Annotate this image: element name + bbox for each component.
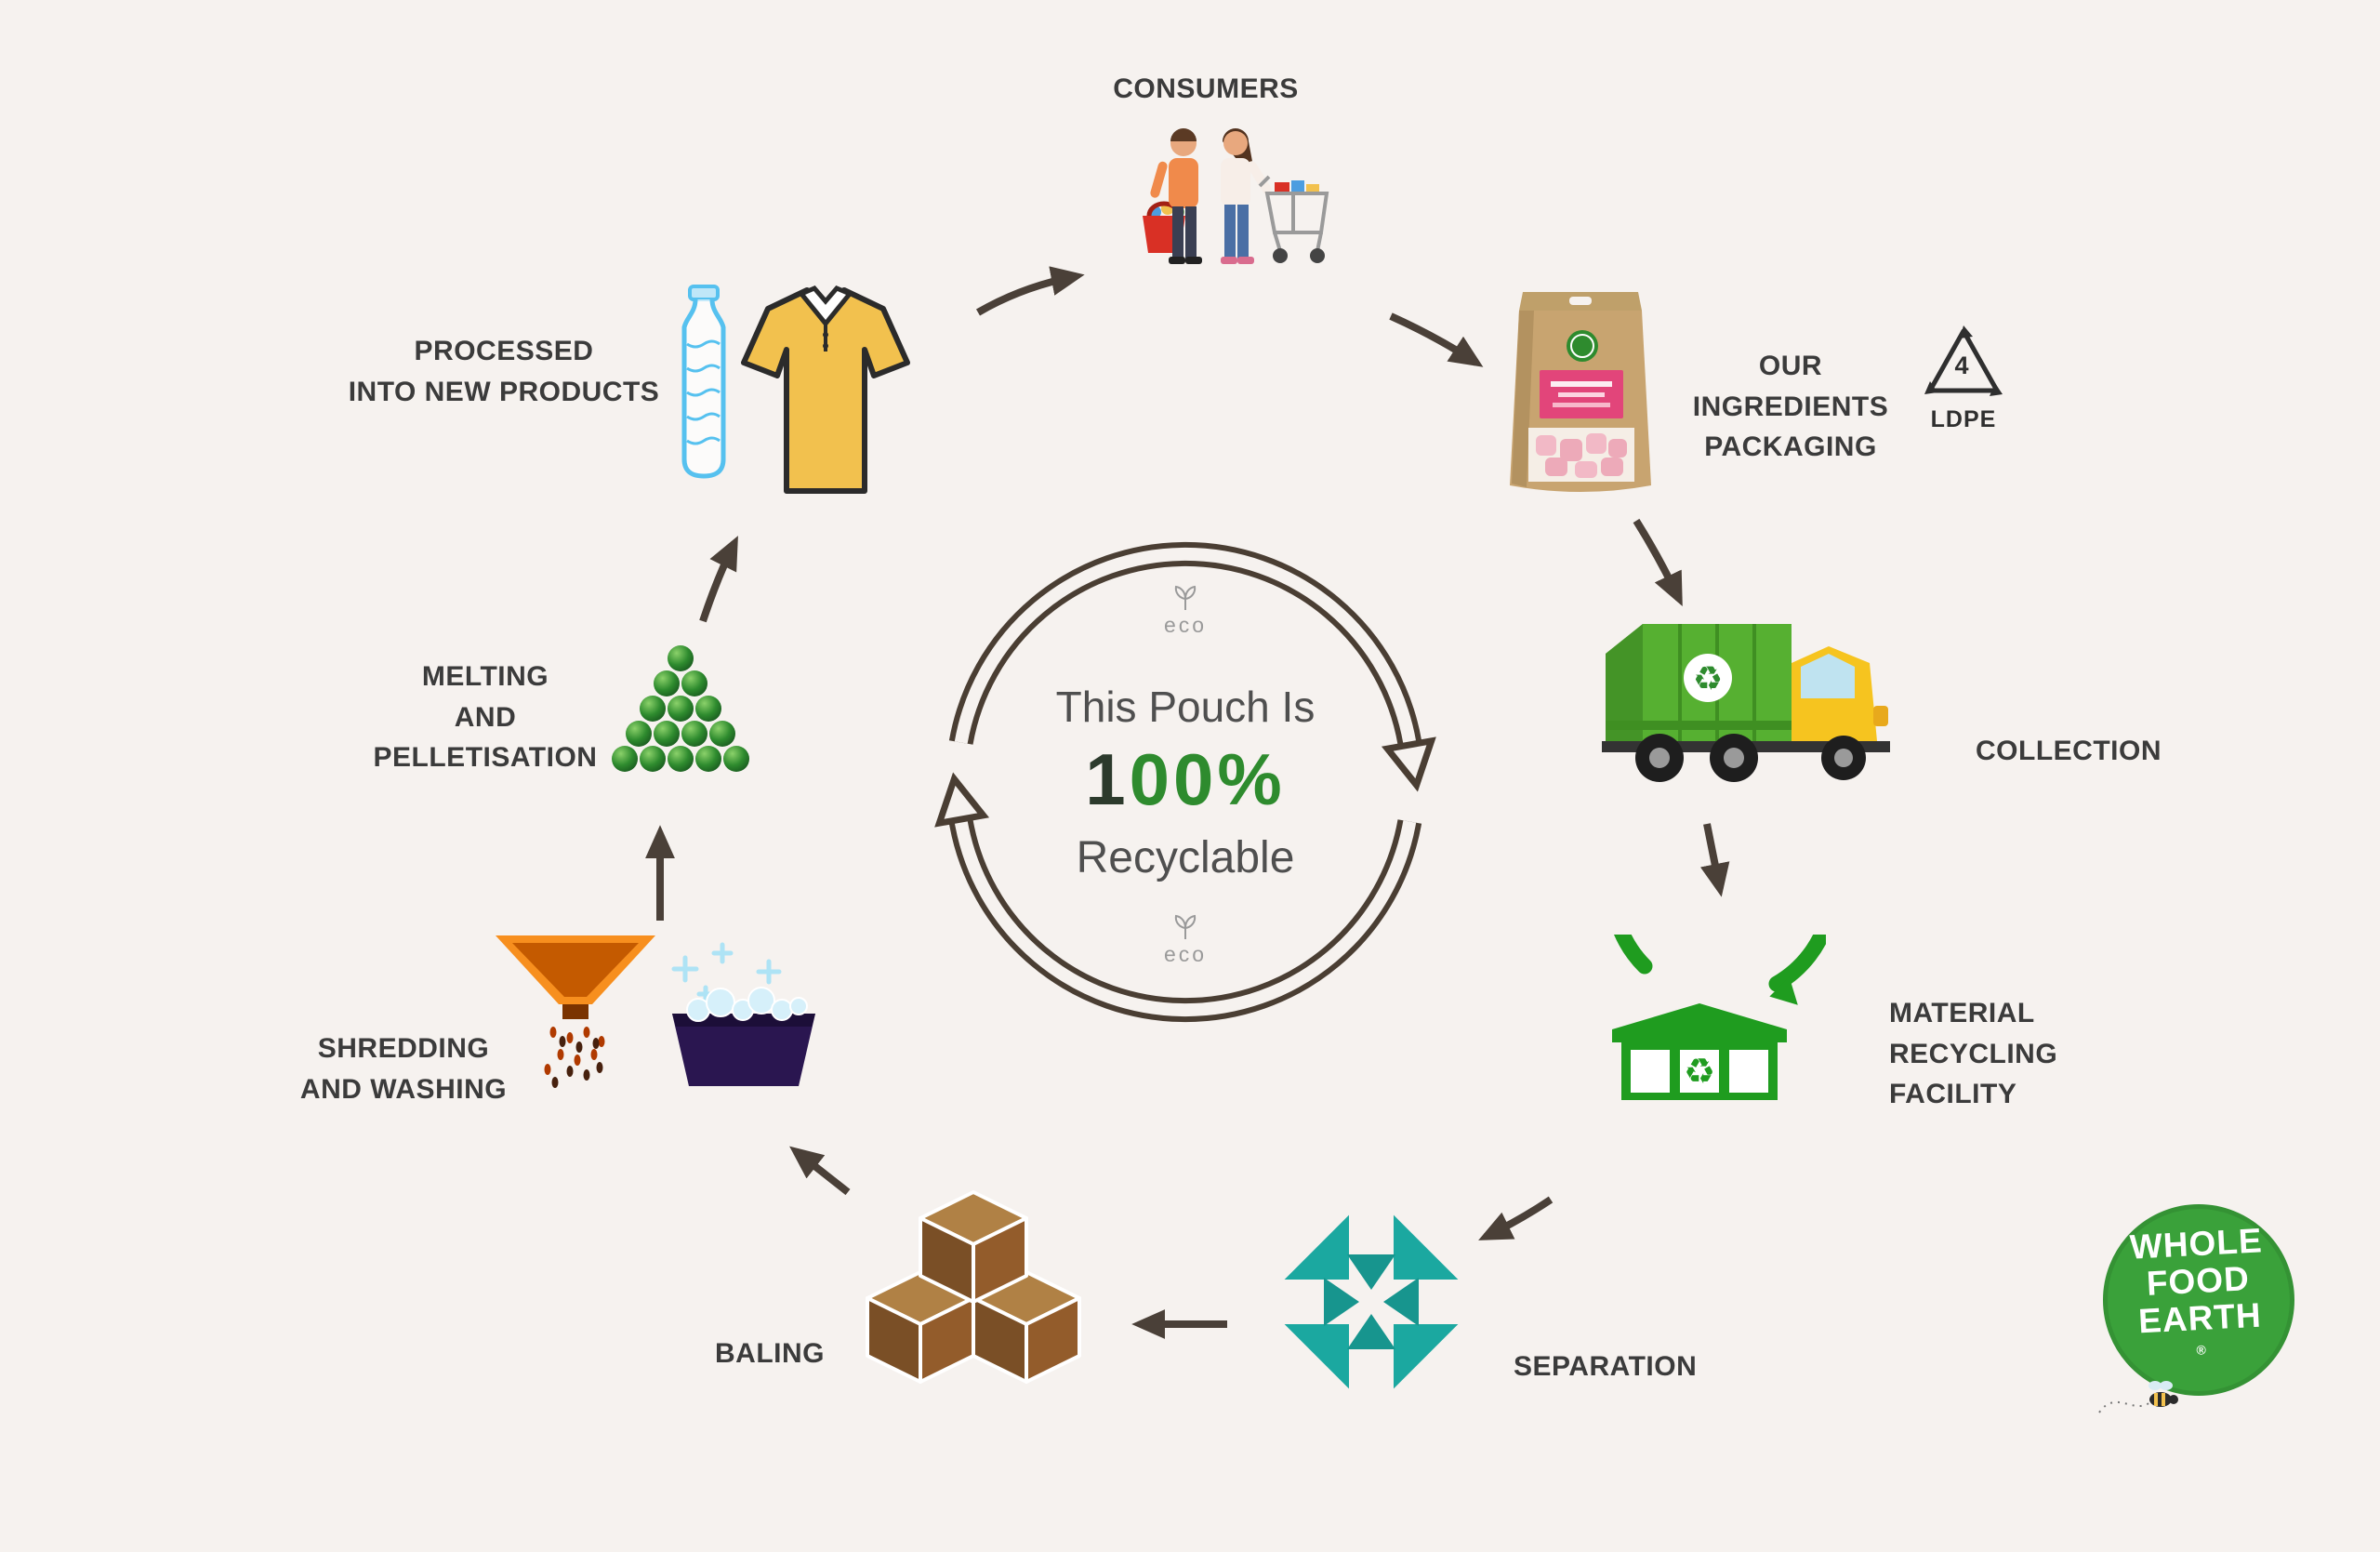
separation-label: SEPARATION bbox=[1514, 1351, 1698, 1382]
shoppers-icon bbox=[1143, 128, 1329, 264]
whole-food-earth-logo: WHOLE FOOD EARTH® bbox=[2098, 1204, 2307, 1418]
pellets-pyramid-icon bbox=[612, 645, 749, 772]
registered-mark: ® bbox=[2195, 1342, 2207, 1358]
eco-label-bottom: eco bbox=[916, 914, 1455, 967]
melting-label: MELTING AND PELLETISATION bbox=[373, 661, 598, 773]
recycling-facility-icon: ♻ bbox=[1604, 771, 1840, 1100]
shredding-washing-illustration bbox=[488, 930, 832, 1134]
consumers-illustration bbox=[1111, 112, 1362, 316]
percent-lead: 1 bbox=[1085, 738, 1130, 820]
baling-illustration bbox=[841, 1179, 1106, 1402]
recycle-symbol: ♻ bbox=[1684, 1053, 1715, 1092]
resin-number: 4 bbox=[1954, 352, 1969, 379]
center-percent: 100% bbox=[916, 743, 1455, 816]
arrow-packaging-to-collection bbox=[1633, 518, 1683, 606]
arrow-collection-to-mrf bbox=[1699, 823, 1730, 897]
logo-circle: WHOLE FOOD EARTH® bbox=[2103, 1204, 2294, 1396]
new-products-illustration bbox=[658, 277, 932, 505]
mrf-label: MATERIAL RECYCLING FACILITY bbox=[1889, 998, 2058, 1109]
consumers-label: CONSUMERS bbox=[1113, 73, 1299, 104]
arrow-baling-to-shredding bbox=[789, 1146, 851, 1196]
pouch-label bbox=[1540, 370, 1623, 418]
circular-arrows-icon bbox=[934, 542, 1436, 1022]
percent-rest: 00% bbox=[1129, 738, 1286, 820]
processed-label: PROCESSED INTO NEW PRODUCTS bbox=[348, 336, 660, 407]
resin-code: LDPE bbox=[1930, 406, 1997, 432]
baling-label: BALING bbox=[715, 1338, 825, 1369]
tshirt-icon bbox=[741, 285, 910, 494]
pouch-illustration bbox=[1497, 279, 1664, 507]
ldpe-resin-code: 4 LDPE bbox=[1917, 324, 2010, 433]
bee-icon bbox=[2098, 1381, 2178, 1413]
bottle-and-tshirt-icon bbox=[681, 285, 910, 494]
separation-illustration bbox=[1236, 1167, 1506, 1441]
collection-label: COLLECTION bbox=[1976, 736, 2162, 766]
pouch-window bbox=[1528, 428, 1634, 482]
recycling-triangle-icon bbox=[1924, 325, 2003, 396]
consumer-man-icon bbox=[1150, 128, 1202, 264]
center-line3: Recyclable bbox=[1076, 833, 1295, 882]
garbage-truck-icon: ♻ bbox=[1602, 624, 1890, 782]
eco-sprout-icon bbox=[1174, 585, 1197, 610]
bales-cubes-icon bbox=[866, 1190, 1081, 1384]
packaging-pouch-icon bbox=[1510, 292, 1651, 492]
collection-truck-illustration: ♻ bbox=[1594, 609, 1920, 809]
arrow-consumers-to-packaging bbox=[1389, 312, 1484, 367]
arrow-melting-to-products bbox=[699, 536, 738, 623]
shredder-funnel-icon bbox=[496, 935, 655, 1088]
eco-label-top: eco bbox=[916, 585, 1455, 638]
pelletisation-illustration bbox=[602, 643, 759, 788]
center-line1: This Pouch Is bbox=[1055, 683, 1316, 731]
recycle-symbol: ♻ bbox=[1693, 659, 1723, 697]
separation-arrows-icon bbox=[1246, 1176, 1497, 1427]
water-bottle-icon bbox=[681, 285, 726, 479]
shopping-cart-icon bbox=[1258, 175, 1329, 263]
mrf-illustration: ♻ bbox=[1573, 771, 1840, 1192]
shredding-label: SHREDDING AND WASHING bbox=[299, 1033, 508, 1105]
eco-sprout-icon bbox=[1174, 914, 1197, 939]
arrow-products-to-consumers bbox=[975, 266, 1085, 316]
logo-text: WHOLE FOOD EARTH® bbox=[2128, 1221, 2264, 1358]
consumer-woman-icon bbox=[1221, 128, 1272, 264]
shredder-funnel-and-wash-icon bbox=[496, 935, 815, 1088]
packaging-label: OUR INGREDIENTS PACKAGING bbox=[1692, 351, 1889, 462]
wash-basin-icon bbox=[671, 942, 815, 1086]
center-recyclable-badge: eco This Pouch Is 100% Recyclable eco bbox=[916, 512, 1455, 1052]
